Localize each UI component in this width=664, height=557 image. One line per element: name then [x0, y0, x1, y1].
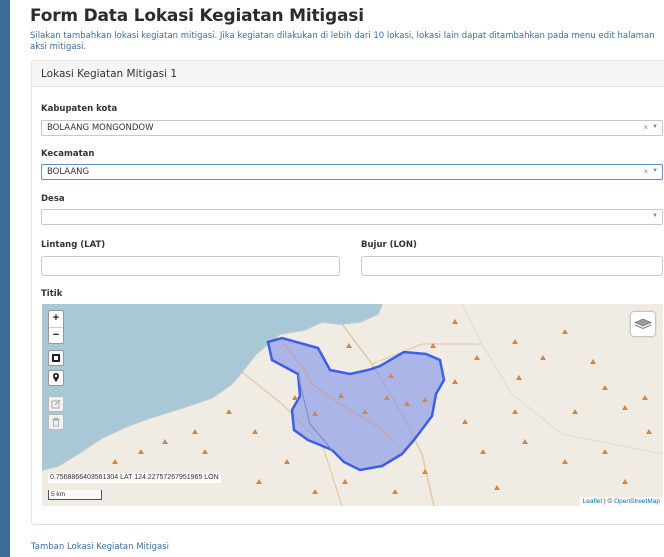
lintang-label: Lintang (LAT) — [41, 240, 106, 250]
desa-select[interactable]: ▼ — [41, 209, 663, 225]
bujur-input[interactable] — [361, 256, 663, 276]
zoom-control: + − — [48, 310, 64, 344]
panel-header: Lokasi Kegiatan Mitigasi 1 — [32, 61, 664, 87]
bujur-label: Bujur (LON) — [361, 240, 417, 250]
layers-control[interactable] — [631, 312, 655, 336]
map[interactable]: + − 0.756886640356130 — [42, 304, 663, 506]
marker-icon — [53, 373, 59, 382]
kabupaten-select[interactable]: BOLAANG MONGONDOW × ▼ — [41, 120, 663, 136]
page-title: Form Data Lokasi Kegiatan Mitigasi — [30, 6, 364, 26]
zoom-out-button[interactable]: − — [52, 329, 60, 341]
map-attribution: Leaflet | © OpenStreetMap — [579, 497, 663, 506]
kecamatan-label: Kecamatan — [41, 149, 95, 159]
osm-link[interactable]: OpenStreetMap — [614, 498, 660, 505]
map-scale: 5 km — [48, 490, 102, 500]
kabupaten-value: BOLAANG MONGONDOW — [47, 123, 154, 133]
draw-rectangle-button[interactable] — [48, 350, 64, 366]
edit-icon — [51, 399, 61, 409]
chevron-down-icon[interactable]: ▼ — [652, 124, 658, 130]
panel-title: Lokasi Kegiatan Mitigasi 1 — [41, 68, 178, 80]
coordinates-readout: 0.7568866403561304 LAT 124.2275726795196… — [48, 473, 221, 483]
zoom-in-button[interactable]: + — [52, 312, 60, 324]
attribution-separator: | © — [602, 498, 615, 505]
page-description: Silakan tambahkan lokasi kegiatan mitiga… — [30, 31, 655, 52]
kabupaten-clear-icon[interactable]: × — [643, 123, 648, 132]
draw-marker-button[interactable] — [48, 370, 64, 386]
desa-label: Desa — [41, 194, 65, 204]
zoom-divider — [49, 327, 63, 328]
chevron-down-icon[interactable]: ▼ — [652, 213, 658, 219]
layers-icon — [634, 318, 652, 330]
kecamatan-value: BOLAANG — [47, 167, 90, 177]
leaflet-link[interactable]: Leaflet — [582, 498, 603, 505]
trash-icon — [52, 417, 60, 427]
add-location-link[interactable]: Tamban Lokasi Kegiatan Mitigasi — [31, 542, 169, 552]
kecamatan-select[interactable]: BOLAANG × ▼ — [41, 164, 663, 180]
edit-layers-button[interactable] — [48, 396, 64, 412]
titik-label: Titik — [41, 289, 63, 299]
square-icon — [52, 354, 60, 362]
sidebar-edge — [0, 0, 10, 557]
map-tiles[interactable] — [42, 304, 663, 506]
kabupaten-label: Kabupaten kota — [41, 104, 118, 114]
location-panel: Lokasi Kegiatan Mitigasi 1 Kabupaten kot… — [31, 60, 664, 525]
chevron-down-icon[interactable]: ▼ — [652, 168, 658, 174]
main-content: Form Data Lokasi Kegiatan Mitigasi Silak… — [10, 0, 664, 557]
delete-layers-button[interactable] — [48, 414, 64, 430]
kecamatan-clear-icon[interactable]: × — [643, 167, 648, 176]
lintang-input[interactable] — [41, 256, 340, 276]
